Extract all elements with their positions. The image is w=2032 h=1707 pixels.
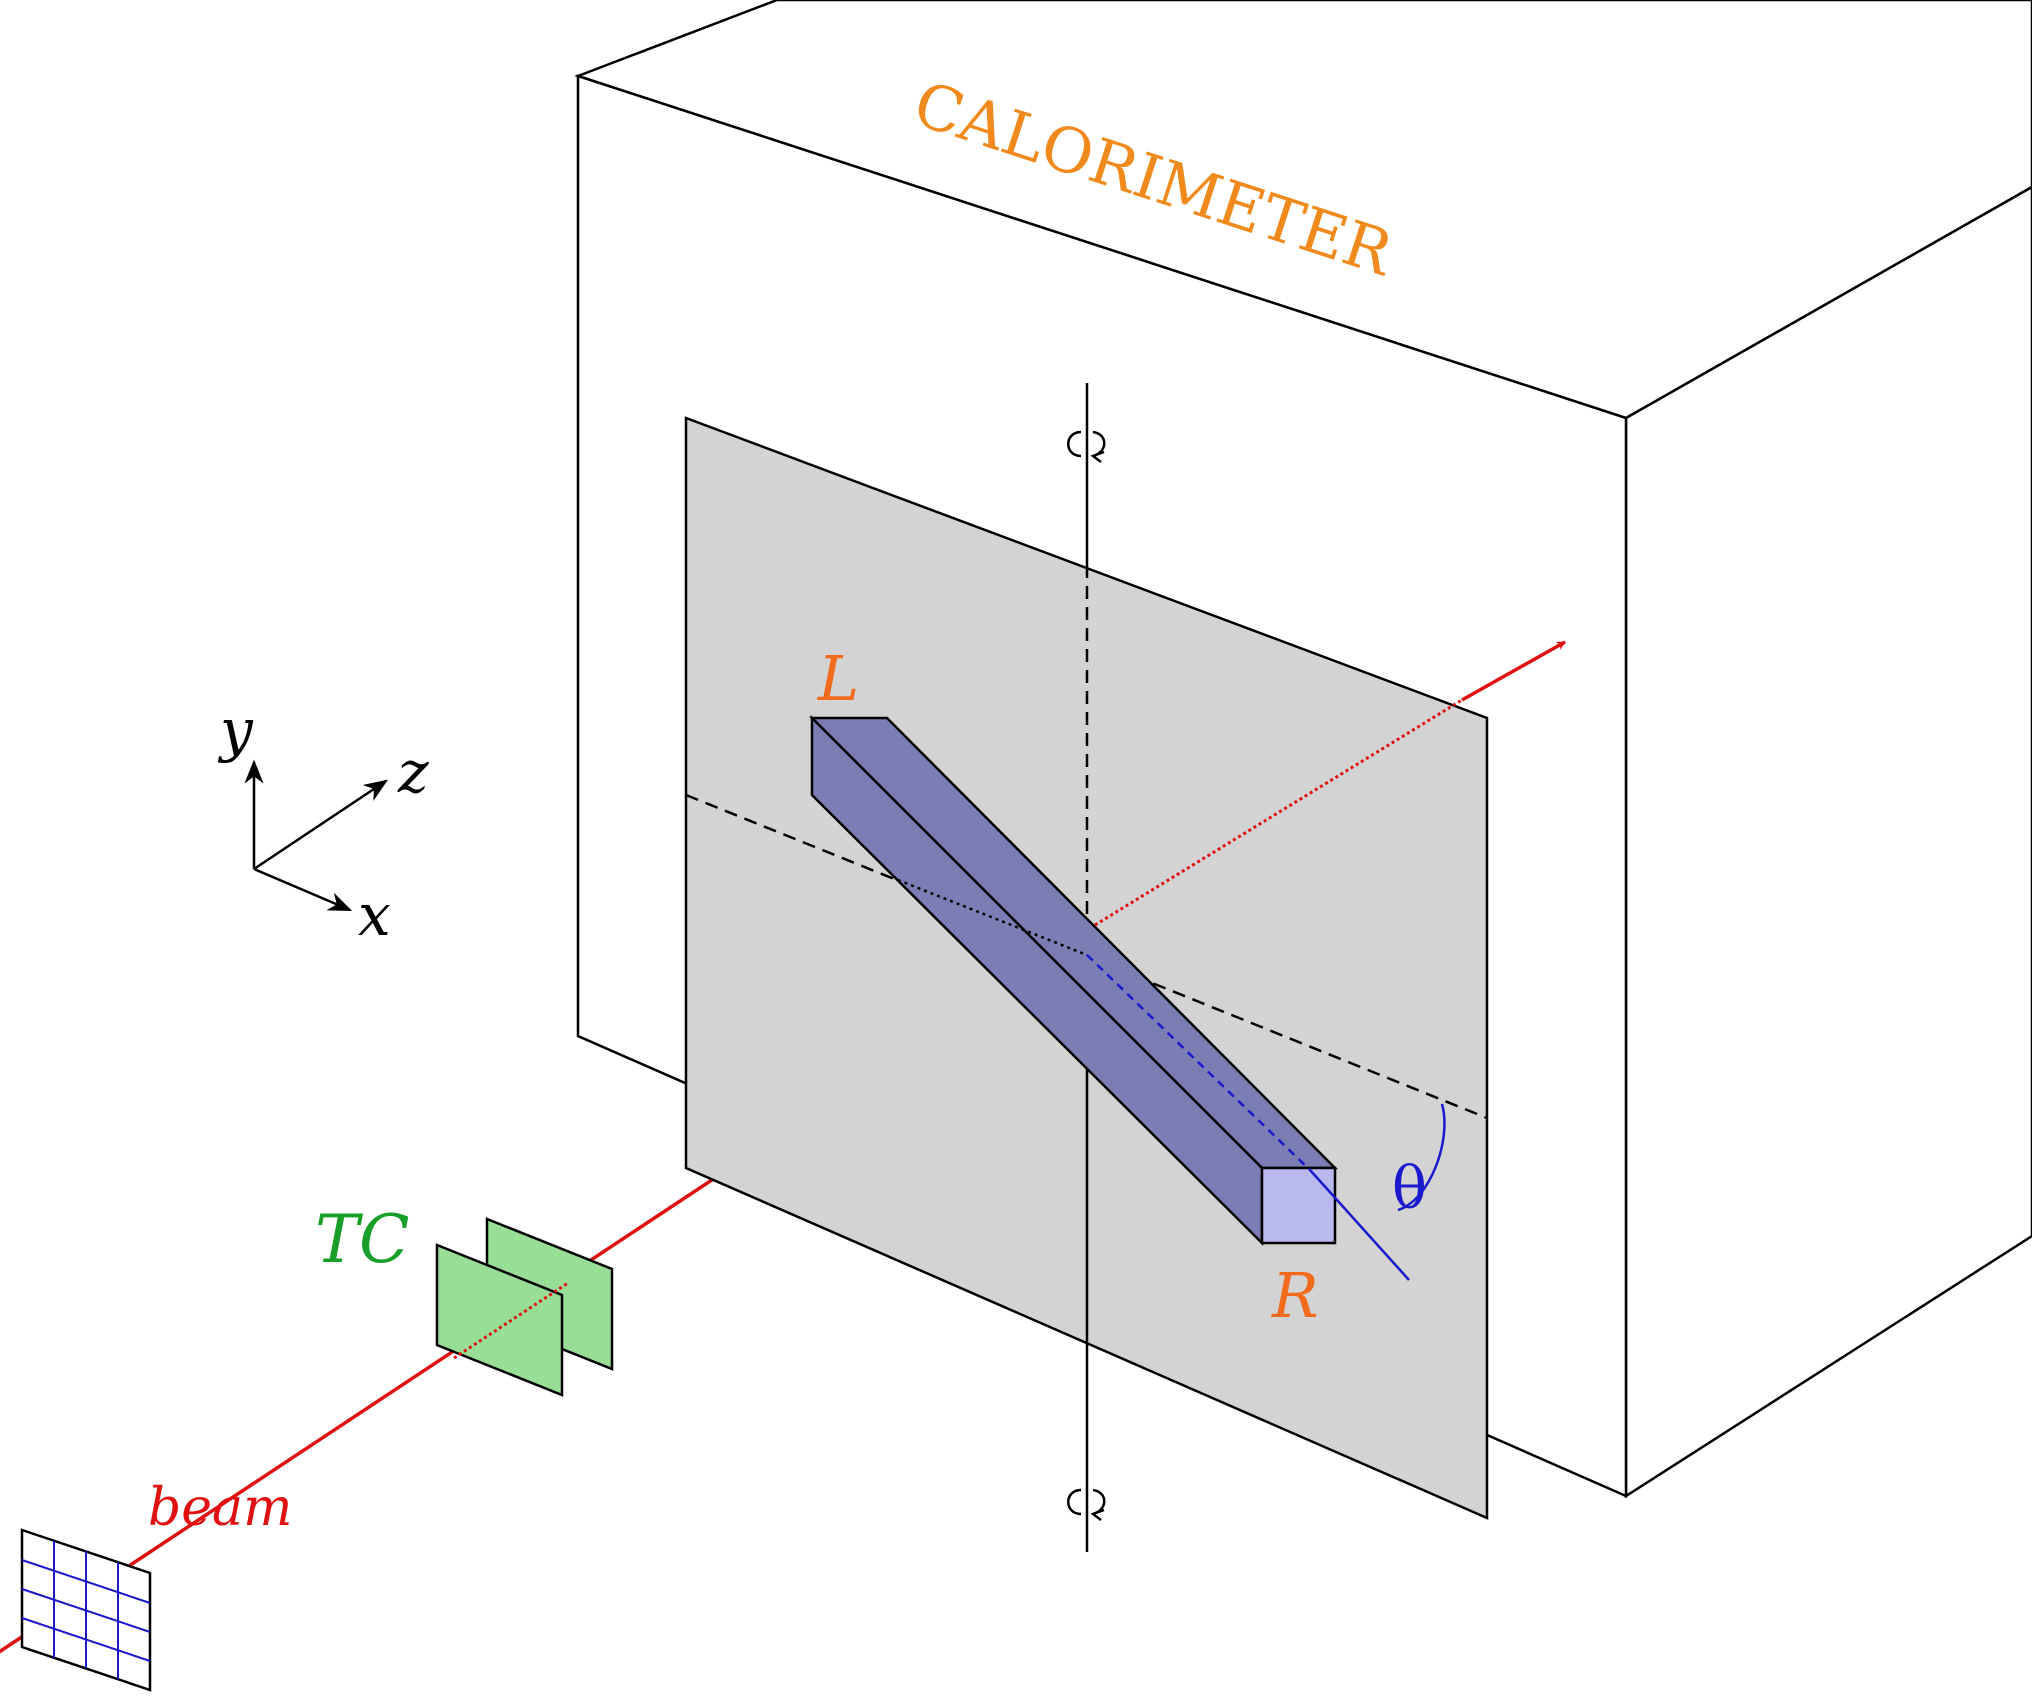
beam-through-counters xyxy=(453,1281,569,1360)
coordinate-axes xyxy=(244,759,388,912)
left-end-label: L xyxy=(817,642,859,715)
right-end-label: R xyxy=(1271,1259,1319,1332)
z-axis-arrow xyxy=(253,779,388,871)
x-axis-label: x xyxy=(358,881,391,949)
y-axis-label: y xyxy=(217,696,254,764)
beam-profile-grid xyxy=(20,1528,152,1692)
angle-label: θ xyxy=(1392,1154,1427,1222)
beam-label: beam xyxy=(148,1478,292,1538)
bar-axis-line xyxy=(1086,954,1311,1171)
angle-arc xyxy=(1397,1103,1446,1212)
hidden-horizontal-line xyxy=(897,878,1088,957)
bar-right-end-face xyxy=(1260,1166,1337,1245)
trigger-counter-front xyxy=(435,1243,564,1397)
trigger-counters xyxy=(435,1217,614,1397)
trigger-counters-label: TC xyxy=(315,1201,410,1278)
calorimeter-side-face xyxy=(1624,185,2032,1499)
scintillator-bar xyxy=(808,714,1339,1247)
grid-lines xyxy=(21,1541,151,1679)
beam-outgoing xyxy=(1461,640,1566,702)
rotation-arrow-icon xyxy=(1067,430,1106,463)
angle-reference-line xyxy=(1309,1169,1410,1281)
x-axis-arrow xyxy=(253,867,353,912)
rotation-arrow-icon xyxy=(1067,1488,1106,1521)
z-axis-label: z xyxy=(397,738,429,806)
